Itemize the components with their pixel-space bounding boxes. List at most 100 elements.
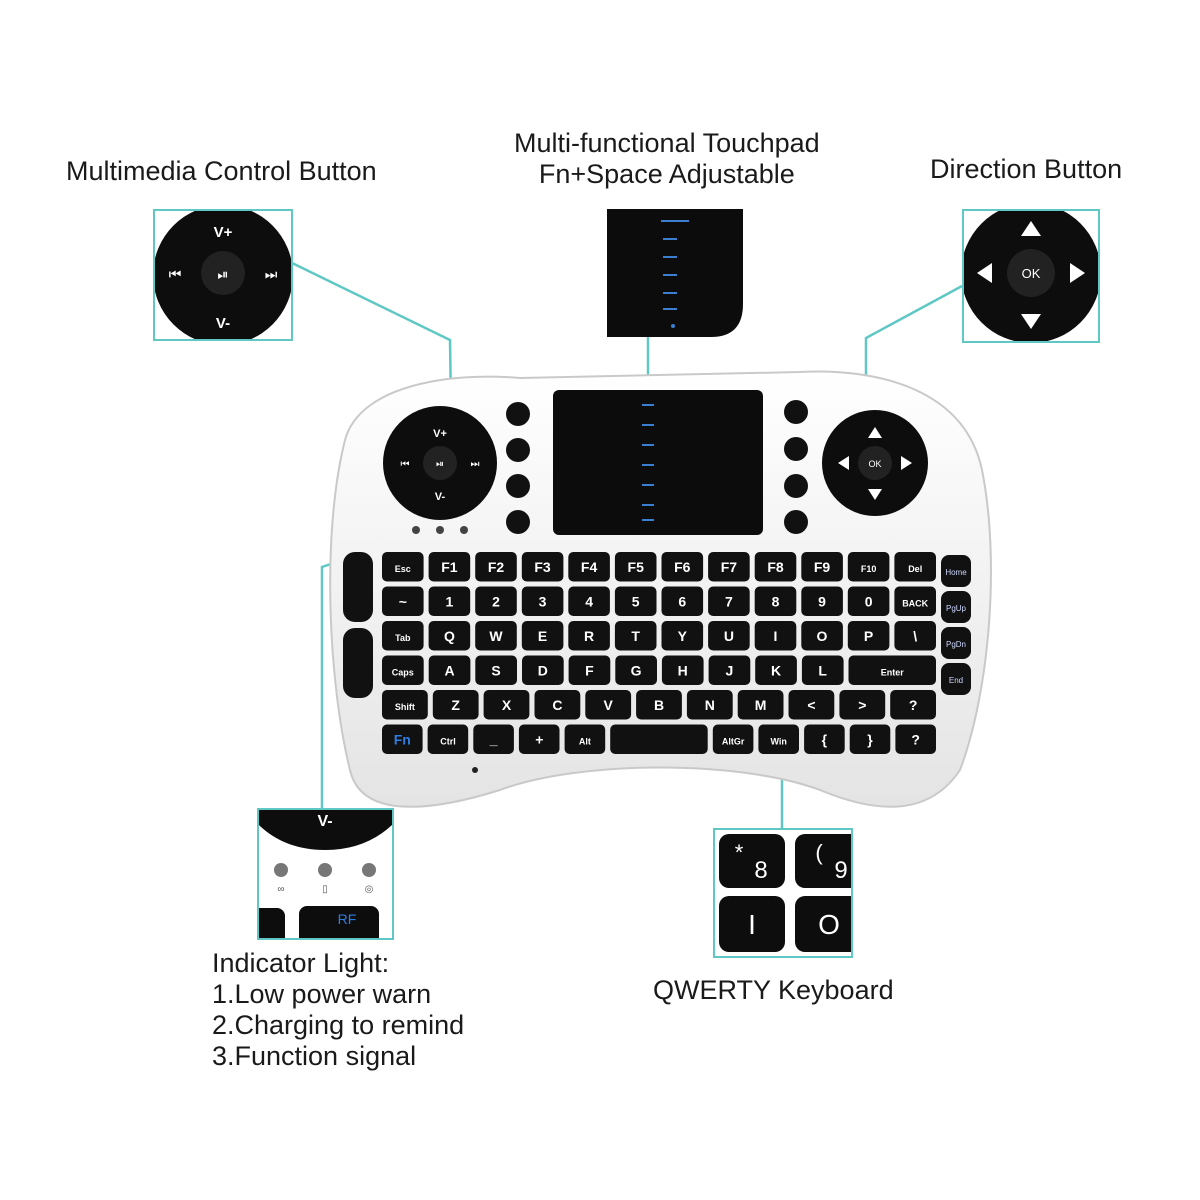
key-f1[interactable] bbox=[428, 552, 471, 582]
key-f3[interactable] bbox=[521, 552, 564, 582]
key-caps[interactable] bbox=[382, 655, 424, 686]
key-f7[interactable] bbox=[708, 552, 750, 582]
key-label: Win bbox=[770, 736, 786, 746]
key-sym11[interactable] bbox=[894, 621, 936, 651]
right-mouse-button[interactable] bbox=[343, 628, 373, 698]
left-function-buttons[interactable] bbox=[506, 402, 530, 534]
key-back[interactable] bbox=[894, 586, 936, 617]
key-6[interactable] bbox=[661, 586, 704, 617]
key-f10[interactable] bbox=[847, 552, 890, 582]
key-altgr[interactable] bbox=[712, 724, 754, 755]
key-esc[interactable] bbox=[382, 552, 424, 582]
key-x[interactable] bbox=[483, 690, 530, 720]
key-w[interactable] bbox=[475, 621, 517, 651]
side-key-label: End bbox=[949, 676, 963, 685]
key-label: 0 bbox=[865, 593, 873, 609]
key-n[interactable] bbox=[686, 690, 733, 720]
key-j[interactable] bbox=[708, 655, 751, 686]
key-sym9[interactable] bbox=[839, 690, 886, 720]
key-sym9[interactable] bbox=[849, 724, 891, 755]
key-8[interactable] bbox=[754, 586, 797, 617]
side-key-pgup[interactable] bbox=[941, 591, 971, 623]
key-9[interactable] bbox=[801, 586, 843, 617]
key-q[interactable] bbox=[428, 621, 471, 651]
key-fn[interactable] bbox=[382, 724, 423, 755]
key-4[interactable] bbox=[568, 586, 610, 617]
key-label: P bbox=[864, 628, 873, 644]
key-label: G bbox=[631, 662, 642, 678]
inset-key-8: 8 bbox=[754, 857, 767, 884]
direction-pad[interactable]: OK bbox=[822, 410, 928, 516]
key-sym10[interactable] bbox=[890, 690, 936, 720]
svg-text:∞: ∞ bbox=[277, 884, 284, 895]
key-f2[interactable] bbox=[475, 552, 517, 582]
key-sym3[interactable] bbox=[518, 724, 560, 755]
key-3[interactable] bbox=[521, 586, 564, 617]
key-label: W bbox=[489, 628, 503, 644]
key-sym8[interactable] bbox=[804, 724, 845, 755]
key-label: ~ bbox=[399, 593, 407, 609]
pad-ok-label: OK bbox=[868, 459, 881, 469]
key-label: < bbox=[807, 697, 815, 713]
key-k[interactable] bbox=[755, 655, 797, 686]
key-b[interactable] bbox=[636, 690, 682, 720]
key-t[interactable] bbox=[614, 621, 657, 651]
key-h[interactable] bbox=[661, 655, 704, 686]
key-1[interactable] bbox=[428, 586, 471, 617]
key-sym2[interactable] bbox=[473, 724, 514, 755]
key-v[interactable] bbox=[585, 690, 632, 720]
key-enter[interactable] bbox=[848, 655, 937, 686]
left-mouse-button[interactable] bbox=[343, 552, 373, 622]
key-del[interactable] bbox=[894, 552, 936, 582]
touchpad[interactable] bbox=[553, 390, 763, 535]
key-l[interactable] bbox=[801, 655, 844, 686]
key-c[interactable] bbox=[534, 690, 581, 720]
key-z[interactable] bbox=[432, 690, 479, 720]
key-s[interactable] bbox=[475, 655, 517, 686]
side-key-home[interactable] bbox=[941, 555, 971, 587]
key-tab[interactable] bbox=[382, 621, 424, 651]
key-sym10[interactable] bbox=[895, 724, 936, 755]
key-a[interactable] bbox=[428, 655, 471, 686]
key-g[interactable] bbox=[615, 655, 657, 686]
key-f[interactable] bbox=[568, 655, 611, 686]
key-e[interactable] bbox=[521, 621, 564, 651]
key-y[interactable] bbox=[661, 621, 704, 651]
qwerty-inset: * 8 ( 9 I O bbox=[713, 828, 853, 958]
right-function-buttons[interactable] bbox=[784, 400, 808, 534]
side-key-pgdn[interactable] bbox=[941, 627, 971, 659]
key-space[interactable] bbox=[610, 724, 708, 755]
key-5[interactable] bbox=[614, 586, 657, 617]
key-ctrl[interactable] bbox=[427, 724, 469, 755]
multimedia-pad[interactable]: V+ V- ⏮ ⏯ ⏭ bbox=[383, 406, 497, 520]
key-label: F4 bbox=[581, 559, 598, 575]
key-win[interactable] bbox=[758, 724, 799, 755]
key-u[interactable] bbox=[708, 621, 750, 651]
key-r[interactable] bbox=[568, 621, 610, 651]
key-label: _ bbox=[489, 731, 498, 747]
key-sym8[interactable] bbox=[788, 690, 835, 720]
inset-next-icon: ⏭ bbox=[265, 266, 278, 282]
key-o[interactable] bbox=[801, 621, 843, 651]
inset-vplus-label: V+ bbox=[214, 224, 233, 241]
key-0[interactable] bbox=[847, 586, 890, 617]
key-p[interactable] bbox=[847, 621, 890, 651]
key-f4[interactable] bbox=[568, 552, 610, 582]
key-i[interactable] bbox=[754, 621, 797, 651]
key-label: F3 bbox=[534, 559, 551, 575]
key-m[interactable] bbox=[737, 690, 784, 720]
key-f5[interactable] bbox=[614, 552, 657, 582]
side-key-end[interactable] bbox=[941, 663, 971, 695]
key-shift[interactable] bbox=[382, 690, 428, 720]
key-2[interactable] bbox=[475, 586, 517, 617]
key-sym0[interactable] bbox=[382, 586, 424, 617]
touchpad-label-line-1: Multi-functional Touchpad bbox=[514, 128, 820, 158]
key-7[interactable] bbox=[708, 586, 750, 617]
key-f9[interactable] bbox=[801, 552, 843, 582]
key-f8[interactable] bbox=[754, 552, 797, 582]
svg-text:▯: ▯ bbox=[322, 884, 328, 895]
key-f6[interactable] bbox=[661, 552, 704, 582]
qwerty-label-text: QWERTY Keyboard bbox=[653, 975, 894, 1005]
key-alt[interactable] bbox=[564, 724, 606, 755]
key-d[interactable] bbox=[522, 655, 564, 686]
